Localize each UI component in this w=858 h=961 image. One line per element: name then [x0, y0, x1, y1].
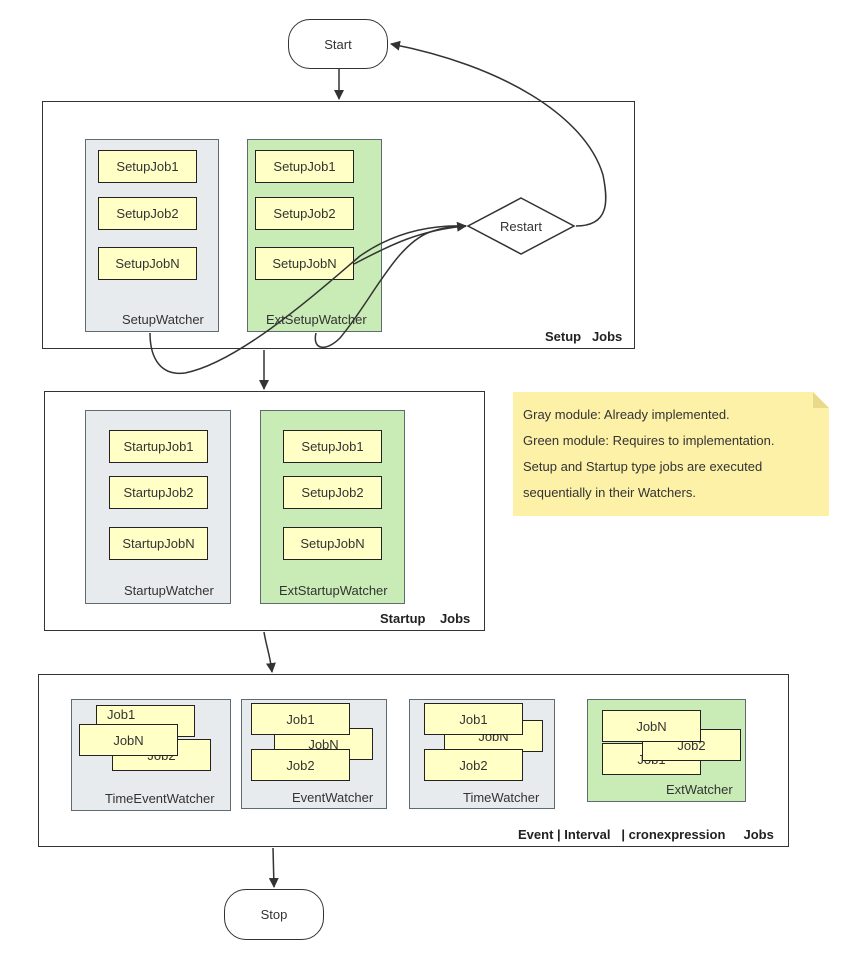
time-watcher-label: TimeWatcher [463, 790, 540, 805]
ext-job-n: JobN [602, 710, 701, 742]
stop-label: Stop [260, 907, 288, 922]
ext-setup-watcher-label: ExtSetupWatcher [266, 312, 367, 327]
setup-job-1: SetupJob1 [98, 150, 197, 183]
note-box [513, 392, 829, 516]
time-job-1: Job1 [424, 703, 523, 735]
startup-job-n: StartupJobN [109, 527, 208, 560]
startup-job-1: StartupJob1 [109, 430, 208, 463]
ext-setup-job-1: SetupJob1 [255, 150, 354, 183]
event-jobs-label: Event | Interval | cronexpression Jobs [518, 827, 774, 842]
ext-startup-job-1: SetupJob1 [283, 430, 382, 463]
note-text: Gray module: Already implemented. Green … [523, 402, 774, 506]
note-line-1: Gray module: Already implemented. [523, 407, 730, 422]
time-job-2: Job2 [424, 749, 523, 781]
event-job-2: Job2 [251, 749, 350, 781]
restart-label: Restart [500, 218, 542, 234]
event-watcher-label: EventWatcher [292, 790, 374, 805]
time-event-watcher-label: TimeEventWatcher [105, 791, 215, 806]
startup-jobs-label: Startup Jobs [380, 611, 471, 626]
ext-startup-job-n: SetupJobN [283, 527, 382, 560]
arrow-event-to-stop [268, 847, 279, 888]
ext-startup-watcher-label: ExtStartupWatcher [279, 583, 388, 598]
time-event-job-n: JobN [79, 724, 178, 756]
event-job-1: Job1 [251, 703, 350, 735]
setup-job-n: SetupJobN [98, 247, 197, 280]
start-node: Start [288, 19, 388, 69]
ext-setup-job-n: SetupJobN [255, 247, 354, 280]
note-line-3: Setup and Startup type jobs are executed [523, 459, 763, 474]
stop-node: Stop [224, 889, 324, 940]
ext-startup-job-2: SetupJob2 [283, 476, 382, 509]
start-label: Start [324, 36, 352, 52]
setup-watcher-label: SetupWatcher [122, 312, 204, 327]
ext-watcher-label: ExtWatcher [666, 782, 733, 797]
arrow-startup-to-event [263, 631, 276, 673]
ext-setup-job-2: SetupJob2 [255, 197, 354, 230]
startup-job-2: StartupJob2 [109, 476, 208, 509]
startup-watcher-label: StartupWatcher [124, 583, 214, 598]
setup-jobs-label: Setup Jobs [545, 329, 623, 344]
setup-job-2: SetupJob2 [98, 197, 197, 230]
note-line-2: Green module: Requires to implementation… [523, 433, 775, 448]
note-line-4: sequentially in their Watchers. [523, 485, 696, 500]
